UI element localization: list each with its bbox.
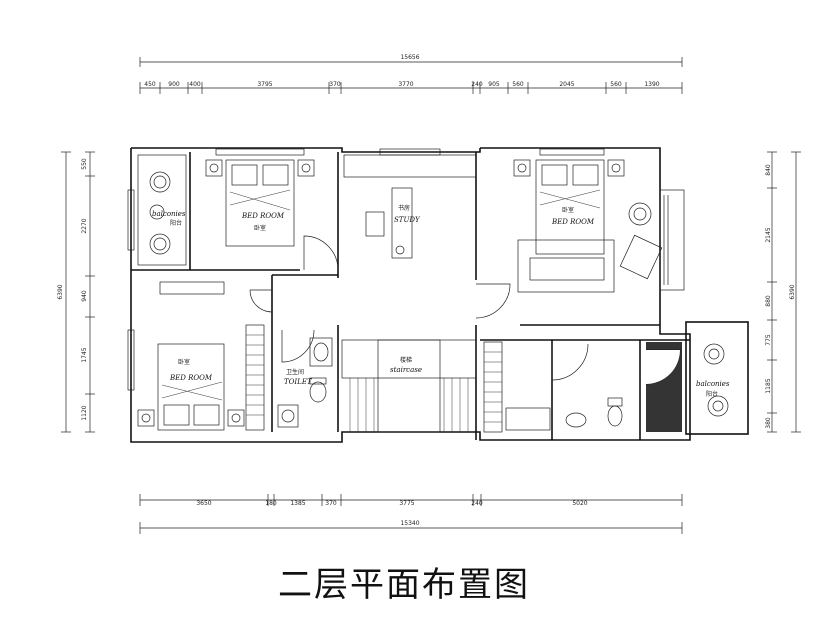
dim-right-seg: 880: [765, 295, 772, 307]
dim-bottom-seg: 5020: [572, 500, 587, 507]
bottom-dimensions: 3650 180 1385 370 3775 240 5020 15340: [139, 494, 683, 534]
toilet-label: TOILET: [284, 378, 313, 386]
dim-top-seg: 3770: [398, 81, 413, 88]
balcony-right-cn: 阳台: [706, 390, 718, 398]
bedroom-r-cn: 卧室: [562, 206, 574, 214]
staircase-cn: 楼梯: [400, 356, 412, 364]
dim-right-seg: 380: [765, 417, 772, 429]
dim-bottom-total: 15340: [400, 520, 419, 527]
doors: [249, 235, 681, 385]
dim-right-seg: 1185: [765, 378, 772, 393]
dim-top-seg: 905: [488, 81, 500, 88]
dim-top-seg: 3795: [257, 81, 272, 88]
toilet: 卫生间 TOILET: [277, 337, 333, 428]
study-cn: 书房: [398, 204, 410, 212]
bedroom-r-label: BED ROOM: [551, 218, 595, 226]
dim-left-seg: 1120: [81, 405, 88, 420]
dim-top-seg: 240: [471, 81, 483, 88]
dim-left-total: 6390: [57, 284, 64, 299]
dim-bottom-seg: 240: [471, 500, 483, 507]
dim-top-seg: 1390: [644, 81, 659, 88]
dim-bottom-seg: 1385: [290, 500, 305, 507]
toilet-cn: 卫生间: [286, 368, 304, 376]
dim-bottom-seg: 3775: [399, 500, 414, 507]
dim-right-seg: 775: [765, 334, 772, 346]
bedroom-bottom-left: 卧室 BED ROOM: [137, 281, 265, 431]
bedroom-top-left: BED ROOM 卧室: [205, 159, 315, 247]
dim-right-seg: 2145: [765, 227, 772, 242]
dim-top-seg: 560: [512, 81, 524, 88]
dim-top-seg: 370: [329, 81, 341, 88]
balcony-left-cn: 阳台: [170, 219, 182, 227]
bedroom-bl-cn: 卧室: [178, 358, 190, 366]
dim-top-seg: 2045: [559, 81, 574, 88]
balcony-left-label: balconies: [152, 210, 186, 218]
bedroom-bl-label: BED ROOM: [169, 374, 213, 382]
dim-top-total: 15656: [400, 54, 419, 61]
dim-bottom-seg: 370: [325, 500, 337, 507]
balcony-right-label: balconies: [696, 380, 730, 388]
dim-top-seg: 900: [168, 81, 180, 88]
dim-left-seg: 2270: [81, 218, 88, 233]
staircase-label: staircase: [390, 366, 422, 374]
bedroom-right: 卧室 BED ROOM: [513, 159, 663, 293]
left-balcony: balconies 阳台: [137, 154, 187, 266]
study: 书房 STUDY: [343, 154, 477, 259]
dim-left-seg: 550: [81, 158, 88, 170]
dim-left-seg: 1745: [81, 347, 88, 362]
exterior-walls: [130, 147, 749, 443]
bedroom-tl-cn: 卧室: [254, 224, 266, 232]
dim-top-seg: 560: [610, 81, 622, 88]
plan-title: 二层平面布置图: [278, 565, 530, 605]
dim-bottom-seg: 3650: [196, 500, 211, 507]
left-dimensions: 6390 550 2270 940 1745 1120: [57, 151, 95, 433]
dim-right-seg: 840: [765, 164, 772, 176]
dim-top-seg: 400: [189, 81, 201, 88]
right-dimensions: 840 2145 880 775 1185 380 6390: [765, 151, 801, 433]
dim-top-seg: 450: [144, 81, 156, 88]
dim-bottom-seg: 180: [265, 500, 277, 507]
interior-walls: [131, 152, 690, 440]
staircase: 楼梯 staircase: [341, 339, 477, 433]
study-label: STUDY: [394, 216, 421, 224]
bathroom-right: [483, 341, 682, 433]
dim-right-total: 6390: [789, 284, 796, 299]
right-balcony: balconies 阳台: [696, 343, 730, 417]
dim-left-seg: 940: [81, 290, 88, 302]
top-dimensions: 15656 450 900 400 3795 370 3770 240 905 …: [139, 54, 683, 94]
bedroom-tl-label: BED ROOM: [241, 212, 285, 220]
